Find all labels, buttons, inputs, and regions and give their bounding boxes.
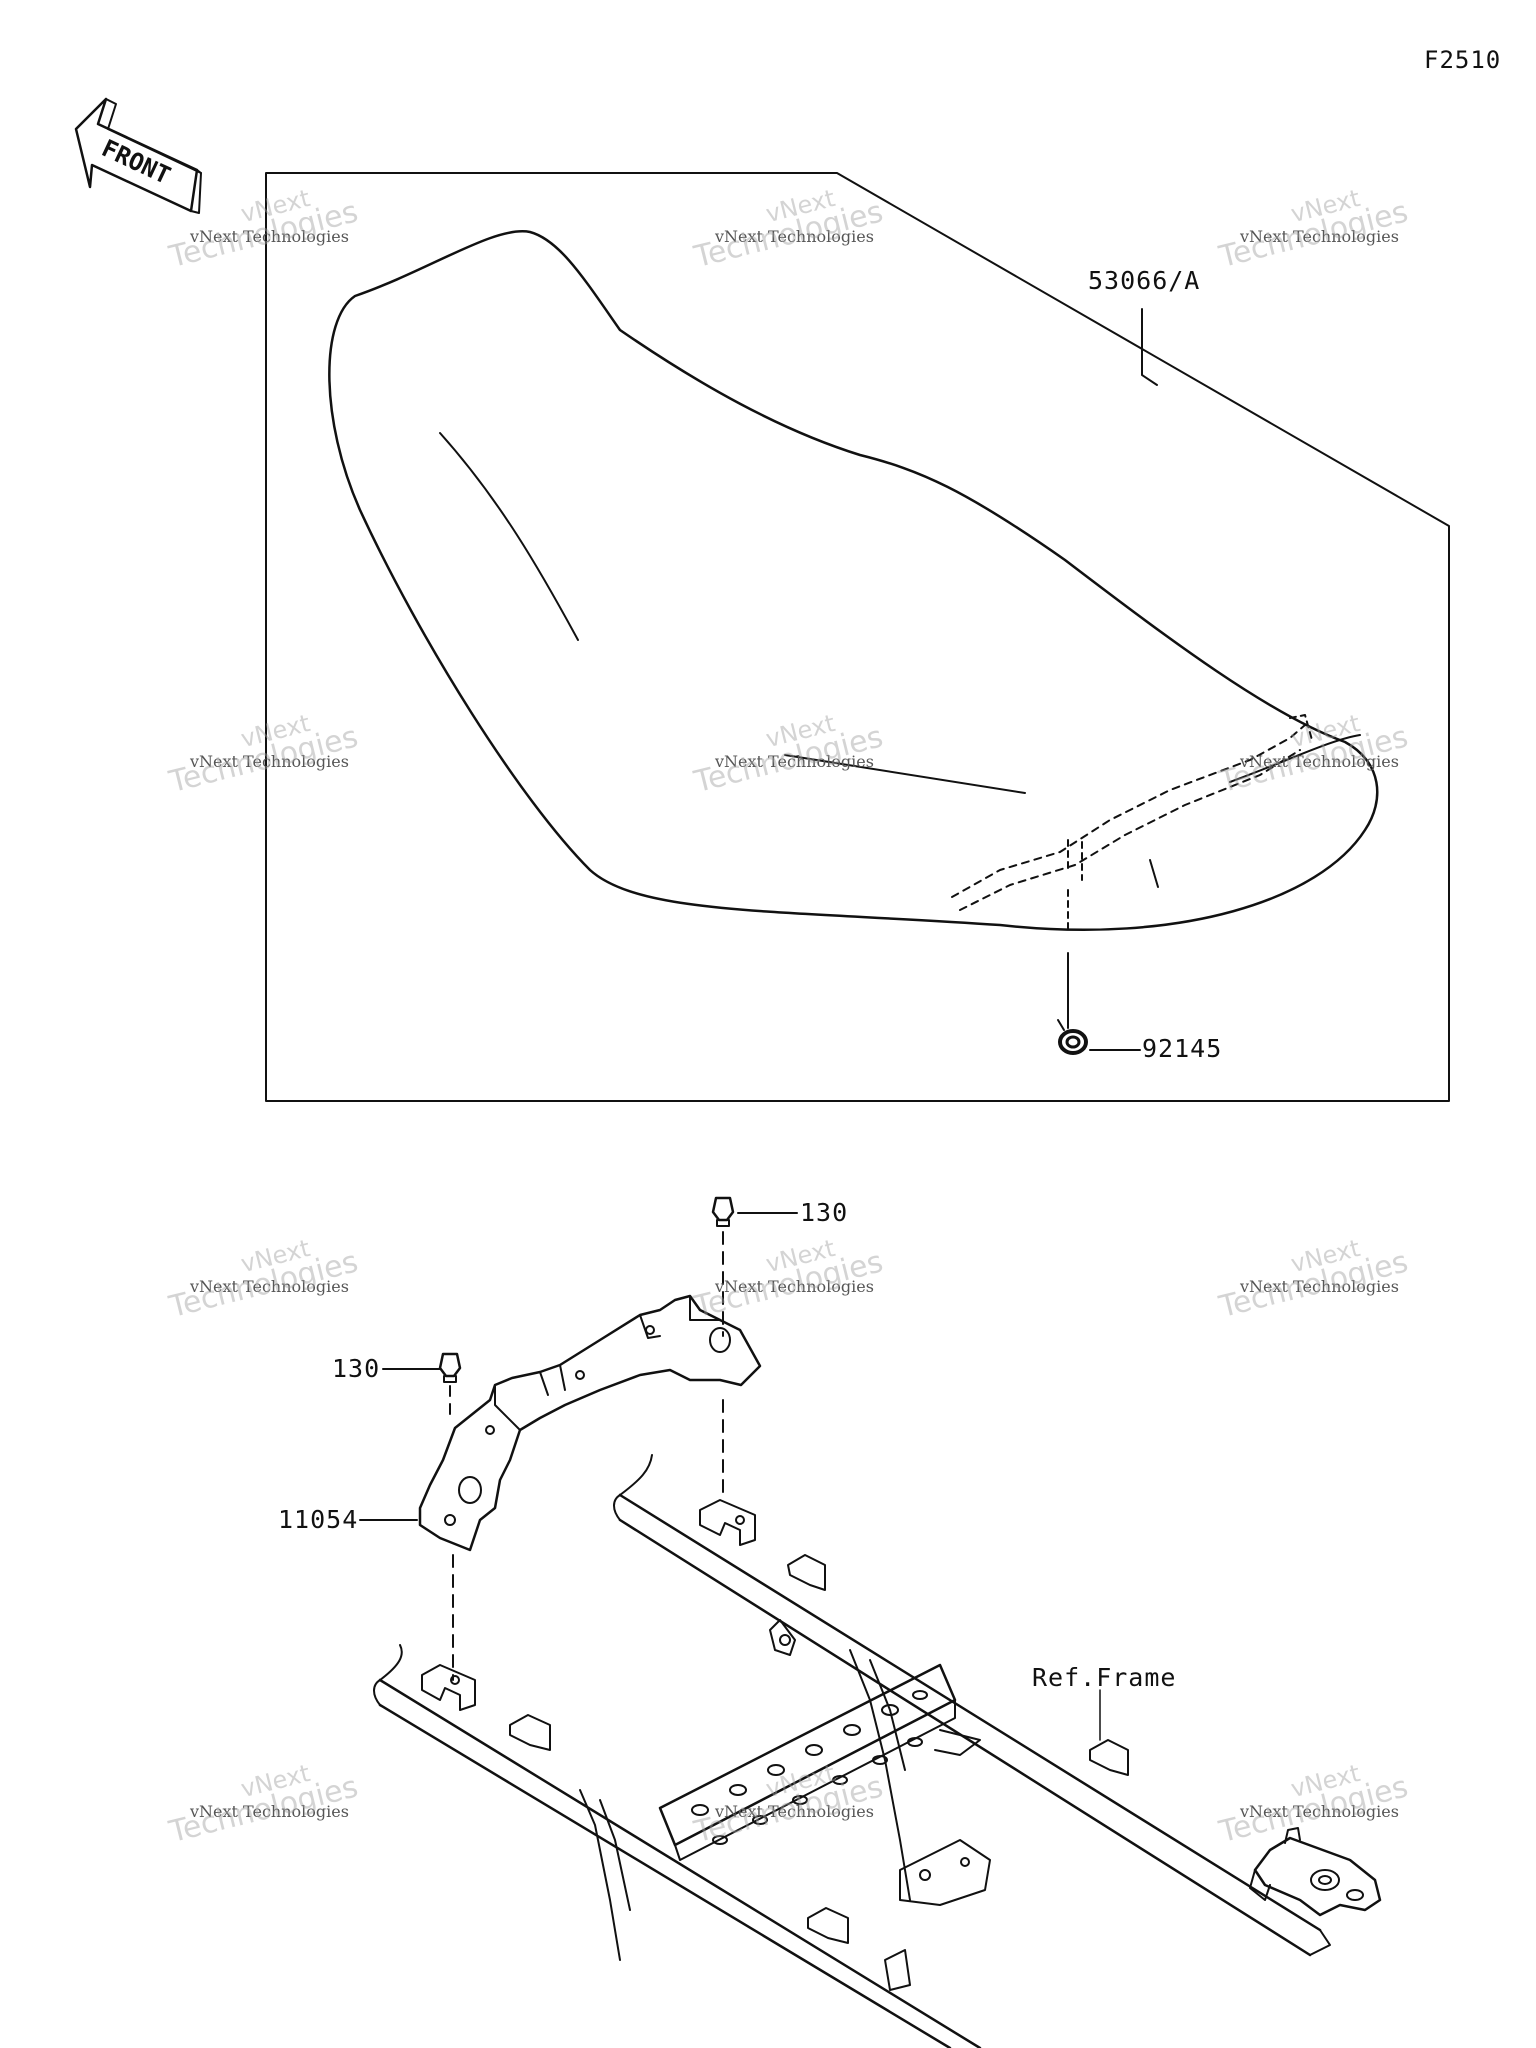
callout-spring[interactable]: 92145 [1142, 1034, 1223, 1063]
front-arrow-icon: FRONT [74, 97, 202, 214]
callout-seat[interactable]: 53066/A [1088, 266, 1201, 295]
frame-drawing [373, 1454, 1382, 2048]
seat-assembly-box [265, 172, 1450, 1102]
figure-code: F2510 [1424, 46, 1502, 74]
bolt-left-icon [438, 1352, 462, 1421]
callout-bracket[interactable]: 11054 [278, 1505, 359, 1534]
bracket-drawing [418, 1294, 762, 1681]
callout-frame[interactable]: Ref.Frame [1032, 1663, 1177, 1692]
spring-icon [1057, 1019, 1088, 1055]
seat-drawing [328, 230, 1379, 1029]
bolt-upper-icon [711, 1196, 735, 1337]
seat-leader-line [1141, 308, 1158, 386]
callout-bolt-left[interactable]: 130 [332, 1354, 381, 1383]
callout-bolt-upper[interactable]: 130 [800, 1198, 849, 1227]
